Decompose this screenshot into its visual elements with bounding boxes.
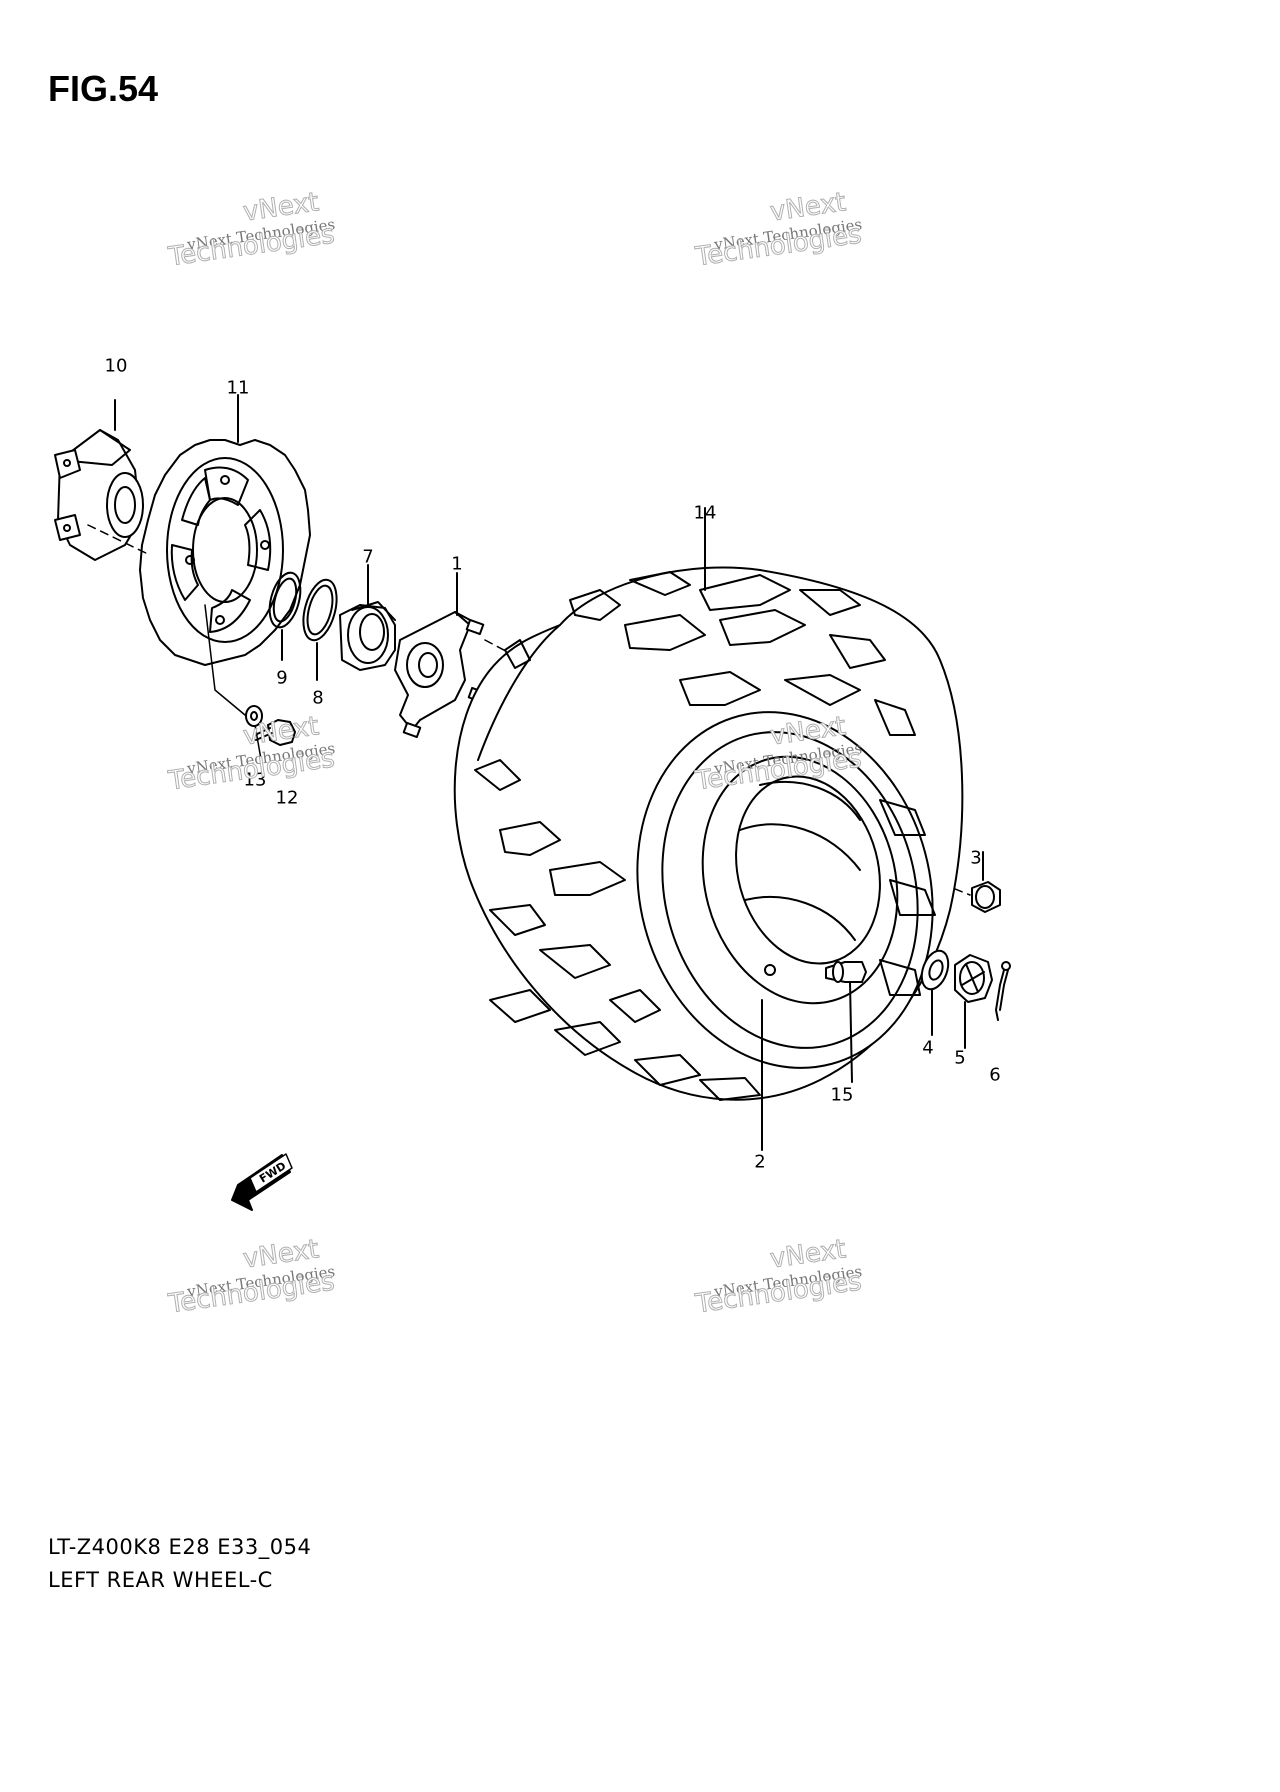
valve-stem: [825, 961, 867, 1083]
cotter-pin: [995, 961, 1011, 1021]
castle-nut: [954, 954, 993, 1049]
callout-15: 15: [830, 1084, 854, 1106]
sprocket: [139, 394, 311, 666]
fwd-arrow-icon: FWD: [231, 1153, 293, 1211]
callout-11: 11: [226, 377, 250, 399]
ring-9: [268, 571, 302, 661]
callout-14: 14: [693, 502, 717, 524]
washer: [920, 949, 950, 1036]
callout-5: 5: [954, 1047, 966, 1069]
callout-1: 1: [451, 553, 463, 575]
callout-4: 4: [922, 1037, 934, 1059]
sprocket-hub: [54, 399, 144, 561]
figure-title: FIG.54: [48, 68, 159, 109]
model-code: LT-Z400K8 E28 E33_054: [48, 1535, 312, 1559]
callout-8: 8: [312, 687, 324, 709]
callout-9: 9: [276, 667, 288, 689]
small-washer: [245, 705, 263, 727]
callout-6: 6: [989, 1064, 1001, 1086]
callout-10: 10: [104, 355, 128, 377]
callout-7: 7: [362, 546, 374, 568]
sprocket-bolt: [254, 719, 296, 746]
diagram-subtitle: LEFT REAR WHEEL-C: [48, 1568, 273, 1592]
lug-nut: [971, 851, 1001, 913]
callout-12: 12: [275, 787, 299, 809]
hub-nut: [339, 564, 396, 671]
tire: [453, 507, 964, 1151]
callout-13: 13: [243, 769, 267, 791]
callout-2: 2: [754, 1151, 766, 1173]
ring-8: [302, 578, 338, 681]
callout-3: 3: [970, 847, 982, 869]
